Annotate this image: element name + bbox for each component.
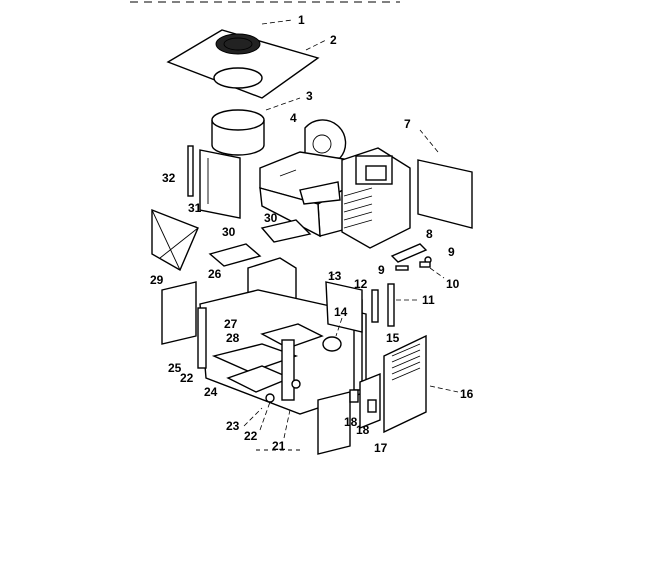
label-14: 14: [334, 305, 348, 319]
filter-frame: [199, 149, 241, 219]
label-3: 3: [306, 89, 313, 103]
label-23: 23: [226, 419, 240, 433]
small-brackets: [390, 243, 432, 271]
side-panel: [417, 159, 473, 229]
label-9-right: 9: [448, 245, 455, 259]
label-32: 32: [162, 171, 176, 185]
label-30-lower: 30: [222, 225, 236, 239]
coil-assembly: [341, 147, 411, 249]
label-8: 8: [426, 227, 433, 241]
left-panel: [161, 281, 197, 345]
label-25: 25: [168, 361, 182, 375]
switch-box: [349, 389, 359, 403]
label-12: 12: [354, 277, 368, 291]
label-29: 29: [150, 273, 164, 287]
fan-grille-icon: [215, 33, 261, 55]
label-21: 21: [272, 439, 286, 453]
label-27: 27: [224, 317, 238, 331]
label-30-upper: 30: [264, 211, 278, 225]
label-31: 31: [188, 201, 202, 215]
label-2: 2: [330, 33, 337, 47]
label-18-right: 18: [356, 423, 370, 437]
label-15: 15: [386, 331, 400, 345]
plate-lower: [208, 243, 262, 267]
label-28: 28: [226, 331, 240, 345]
vertical-rod: [187, 145, 194, 197]
orifice-ring: [211, 109, 265, 156]
post: [371, 289, 379, 323]
blower-housing: [304, 119, 347, 161]
label-17: 17: [374, 441, 388, 455]
divider-panel: [325, 281, 363, 333]
triangle-panel: [151, 208, 199, 271]
label-10: 10: [446, 277, 460, 291]
label-11: 11: [422, 293, 435, 307]
callout-labels: 1 2 3 4 7 8 9 9 10 11 12 13 14 15 16 17 …: [150, 13, 474, 455]
plate-upper: [260, 219, 312, 243]
access-door: [383, 334, 427, 434]
label-24: 24: [204, 385, 218, 399]
label-7: 7: [404, 117, 411, 131]
label-13: 13: [328, 269, 342, 283]
label-22-upper: 22: [180, 371, 194, 385]
control-box: [367, 399, 377, 413]
lower-door: [317, 391, 351, 455]
label-18-left: 18: [344, 415, 358, 429]
label-9-left: 9: [378, 263, 385, 277]
label-26: 26: [208, 267, 222, 281]
label-16: 16: [460, 387, 474, 401]
round-component: [322, 336, 342, 352]
top-panel: [166, 29, 320, 99]
label-22-lower: 22: [244, 429, 258, 443]
vertical-strip: [387, 283, 395, 327]
label-4: 4: [290, 111, 297, 125]
label-1: 1: [298, 13, 305, 27]
